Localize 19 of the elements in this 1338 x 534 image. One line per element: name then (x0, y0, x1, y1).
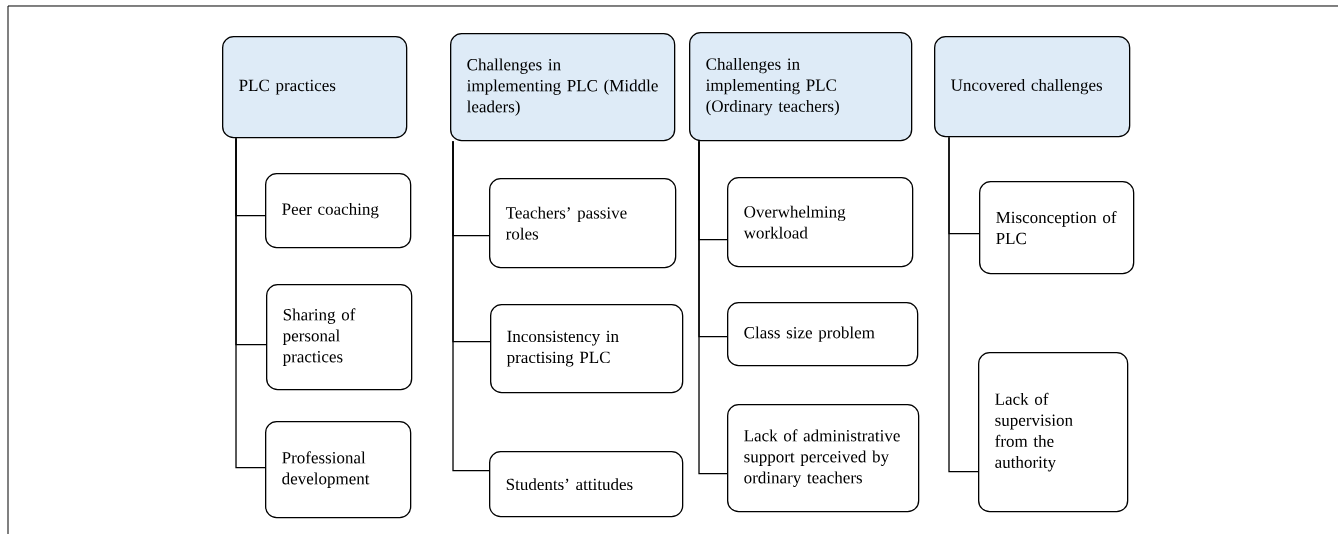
category-box: Uncovered challenges (934, 36, 1131, 138)
category-box: Challenges in implementing PLC (Middle leaders) (450, 33, 676, 142)
category-box: PLC practices (222, 36, 408, 139)
item-box: Students’ attitudes (489, 451, 684, 518)
item-box: Lack of administrative support perceived by ordinary teachers (727, 404, 920, 513)
item-box: Class size problem (727, 302, 919, 367)
item-box: Sharing of personal practices (266, 284, 413, 391)
item-box: Professional development (265, 421, 412, 519)
item-box: Overwhelming workload (727, 177, 914, 268)
item-box: Misconception of PLC (979, 181, 1135, 275)
item-box: Peer coaching (265, 173, 412, 249)
connector-line (235, 137, 266, 469)
item-box: Inconsistency in practising PLC (490, 304, 684, 394)
connector-line (452, 140, 490, 472)
category-box: Challenges in implementing PLC (Ordinary teachers) (689, 32, 913, 142)
item-box: Lack of supervision from the authority (978, 352, 1129, 513)
item-box: Teachers’ passive roles (489, 178, 677, 269)
connector-line (698, 140, 728, 475)
connector-line (948, 136, 979, 473)
